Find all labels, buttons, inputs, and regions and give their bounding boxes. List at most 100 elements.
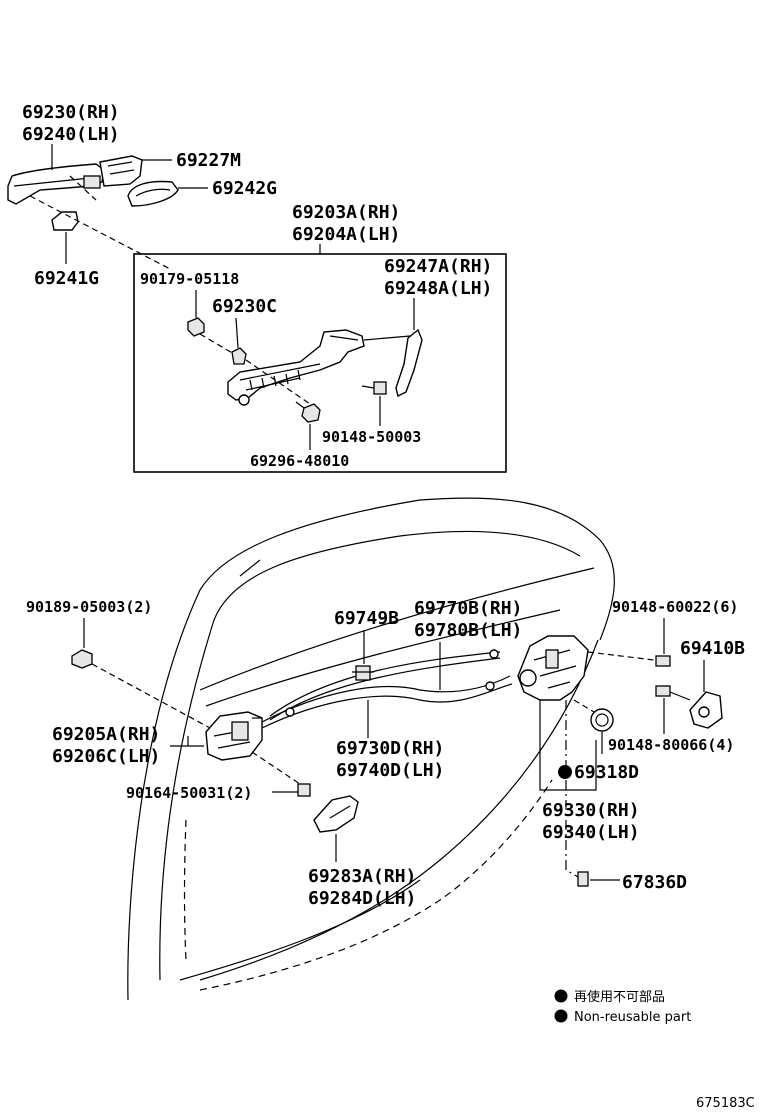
non-reusable-bullet-icon [558,765,572,779]
cable-end-1 [285,707,295,717]
window-belt-line [205,609,561,707]
handle-frame-detail [107,161,135,175]
cable-69770B [261,675,511,723]
outside-handle-group [7,155,179,231]
handle-pad-detail [135,188,171,197]
frame-ribs [239,335,359,391]
inside-handle-lever [231,721,249,741]
handle-frame [99,155,143,187]
outside-handle-detail [13,177,91,187]
clip-67836D [577,871,589,887]
label-90189: 90189-05003(2) [26,598,152,616]
door-outer-edge [127,497,615,1001]
label-90148-50003: 90148-50003 [322,428,421,446]
door-lower-edge [179,879,421,981]
outside-handle-end [83,175,101,189]
dashed-handle-to-frame [29,195,173,271]
label-69241G: 69241G [34,268,99,289]
door-lock-assembly [517,635,589,701]
label-69749B: 69749B [334,608,399,629]
label-69410B: 69410B [680,638,745,659]
screw-90148-80066 [655,685,691,701]
cable-end-2 [489,649,499,659]
label-67836D: 67836D [622,872,687,893]
label-69240: 69240(LH) [22,124,120,145]
label-69205A: 69205A(RH) [52,724,160,745]
outside-door-handle [7,163,105,205]
bracket-69330 [539,700,597,791]
lock-latch [519,669,537,687]
label-69780B: 69780B(LH) [414,620,522,641]
legend-bullet-icon-2 [554,1009,568,1023]
legend-bullet-icon [554,989,568,1003]
diagram-code: 675183C [696,1096,755,1111]
door-hidden-front [183,819,187,961]
dashed-frame-bolts [199,333,311,405]
legend-en: Non-reusable part [574,1010,691,1025]
window-corner [239,559,261,577]
frame-pin [238,394,250,406]
clip-90189 [71,649,93,669]
outside-handle-frame [227,329,365,406]
dashed-90148-60022 [587,651,655,661]
screw-90148-60022 [655,655,671,667]
rod-link [363,335,411,341]
label-69318D: 69318D [574,762,639,783]
handle-pad [127,180,179,207]
door-outline [127,497,615,1001]
cable-end-3 [485,681,495,691]
lock-lever [545,649,559,669]
label-69770B: 69770B(RH) [414,598,522,619]
label-69230C: 69230C [212,296,277,317]
door-rear-edge [199,639,599,981]
inside-door-handle [205,711,263,761]
door-striker [689,691,723,729]
label-69247A: 69247A(RH) [384,256,492,277]
handle-cover-detail [329,805,351,819]
label-69340: 69340(LH) [542,822,640,843]
label-69227M: 69227M [176,150,241,171]
dashed-69318D [573,699,595,713]
bolt-90179 [187,317,205,337]
window-bottom-edge [199,567,595,691]
dashed-90164 [251,751,301,785]
frame-teeth [249,369,301,391]
label-69203A: 69203A(RH) [292,202,400,223]
label-69283A: 69283A(RH) [308,866,416,887]
door-hidden-edge [199,779,553,991]
label-69248A: 69248A(LH) [384,278,492,299]
handle-gasket [51,211,79,231]
legend: 再使用不可部品 Non-reusable part [554,989,691,1025]
frame-assembly-box [133,253,507,473]
screw-90148-50003 [361,381,387,395]
label-69204A: 69204A(LH) [292,224,400,245]
label-69242G: 69242G [212,178,277,199]
cable-69730D [269,651,501,717]
label-69730D: 69730D(RH) [336,738,444,759]
rod-69247A [395,328,423,398]
label-90179: 90179-05118 [140,270,239,288]
label-90164: 90164-50031(2) [126,784,252,802]
clip-69230C [231,347,247,365]
label-69296: 69296-48010 [250,452,349,470]
label-90148-80066: 90148-80066(4) [608,736,734,754]
leader-69205A [170,736,204,747]
cable-69770B-b [261,683,513,729]
label-90148-60022: 90148-60022(6) [612,598,738,616]
label-69230: 69230(RH) [22,102,120,123]
handle-cover [313,795,359,833]
label-69740D: 69740D(LH) [336,760,444,781]
grommet-69318D [590,708,614,732]
label-69330: 69330(RH) [542,800,640,821]
label-69206C: 69206C(LH) [52,746,160,767]
cable-69730D-b [269,657,501,721]
dashed-90189-to-handle [91,663,211,729]
door-inner-edge [159,530,581,981]
screw-90164 [297,783,311,797]
dashed-67836D [565,700,581,879]
bolt-69296 [295,401,321,423]
leader-69230C [235,317,239,349]
legend-jp: 再使用不可部品 [574,989,665,1005]
dashed-handle-pad [69,175,97,201]
